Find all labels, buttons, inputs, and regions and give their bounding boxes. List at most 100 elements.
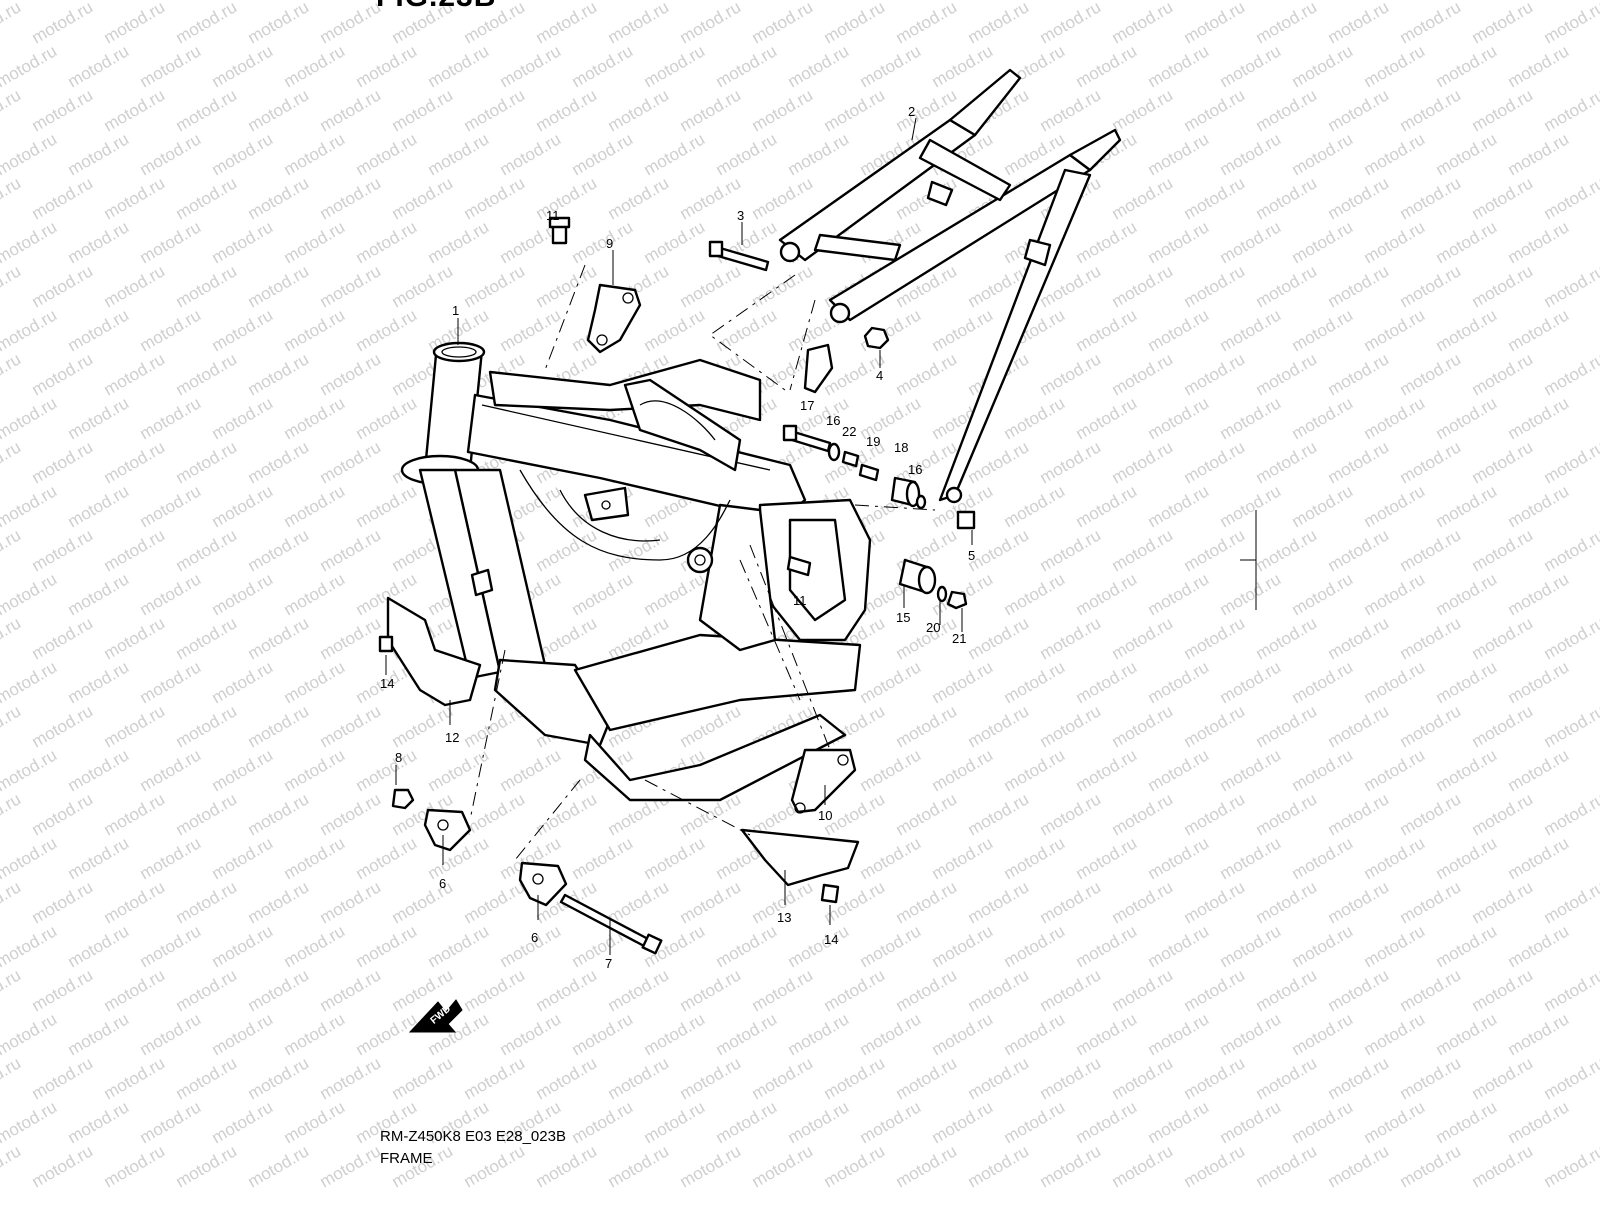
watermark-text: motod.ru — [173, 789, 241, 839]
watermark-text: motod.ru — [1361, 657, 1429, 707]
watermark-text: motod.ru — [245, 261, 313, 311]
watermark-text: motod.ru — [1181, 1141, 1249, 1191]
watermark-text: motod.ru — [1253, 173, 1321, 223]
callout-13: 13 — [777, 910, 791, 925]
watermark-text: motod.ru — [497, 129, 565, 179]
watermark-text: motod.ru — [497, 305, 565, 355]
watermark-text: motod.ru — [0, 261, 24, 311]
watermark-text: motod.ru — [569, 1097, 637, 1147]
watermark-text: motod.ru — [1181, 0, 1249, 47]
watermark-text: motod.ru — [1397, 965, 1465, 1015]
watermark-text: motod.ru — [209, 217, 277, 267]
watermark-text: motod.ru — [281, 1009, 349, 1059]
watermark-text: motod.ru — [965, 965, 1033, 1015]
watermark-text: motod.ru — [1001, 745, 1069, 795]
watermark-text: motod.ru — [389, 1053, 457, 1103]
watermark-text: motod.ru — [29, 85, 97, 135]
watermark-text: motod.ru — [1541, 173, 1600, 223]
watermark-text: motod.ru — [1181, 349, 1249, 399]
watermark-text: motod.ru — [0, 833, 60, 883]
watermark-text: motod.ru — [929, 657, 997, 707]
watermark-text: motod.ru — [281, 129, 349, 179]
watermark-text: motod.ru — [1145, 305, 1213, 355]
watermark-text: motod.ru — [1397, 349, 1465, 399]
callout-16b: 16 — [908, 462, 922, 477]
watermark-text: motod.ru — [1289, 393, 1357, 443]
watermark-text: motod.ru — [1469, 1053, 1537, 1103]
watermark-text: motod.ru — [1037, 877, 1105, 927]
watermark-text: motod.ru — [569, 217, 637, 267]
watermark-text: motod.ru — [245, 701, 313, 751]
watermark-text: motod.ru — [533, 525, 601, 575]
watermark-text: motod.ru — [173, 613, 241, 663]
watermark-text: motod.ru — [605, 173, 673, 223]
watermark-text: motod.ru — [317, 877, 385, 927]
watermark-text: motod.ru — [785, 1097, 853, 1147]
watermark-text: motod.ru — [137, 833, 205, 883]
watermark-text: motod.ru — [0, 877, 24, 927]
watermark-text: motod.ru — [1181, 701, 1249, 751]
watermark-text: motod.ru — [1433, 657, 1501, 707]
watermark-text: motod.ru — [209, 1009, 277, 1059]
watermark-text: motod.ru — [1145, 1097, 1213, 1147]
watermark-text: motod.ru — [1253, 261, 1321, 311]
watermark-text: motod.ru — [1433, 921, 1501, 971]
watermark-text: motod.ru — [1361, 305, 1429, 355]
watermark-text: motod.ru — [461, 85, 529, 135]
watermark-text: motod.ru — [29, 613, 97, 663]
watermark-text: motod.ru — [1433, 393, 1501, 443]
watermark-text: motod.ru — [0, 1009, 60, 1059]
watermark-text: motod.ru — [1505, 305, 1573, 355]
watermark-text: motod.ru — [857, 657, 925, 707]
watermark-text: motod.ru — [1001, 569, 1069, 619]
model-code: RM-Z450K8 E03 E28_023B — [380, 1128, 566, 1145]
watermark-text: motod.ru — [1217, 129, 1285, 179]
watermark-text: motod.ru — [65, 129, 133, 179]
watermark-text: motod.ru — [857, 41, 925, 91]
watermark-text: motod.ru — [1073, 0, 1141, 3]
callout-12: 12 — [445, 730, 459, 745]
watermark-text: motod.ru — [29, 525, 97, 575]
watermark-text: motod.ru — [101, 1141, 169, 1191]
watermark-text: motod.ru — [101, 1053, 169, 1103]
watermark-text: motod.ru — [317, 0, 385, 47]
watermark-text: motod.ru — [0, 965, 24, 1015]
watermark-text: motod.ru — [353, 481, 421, 531]
watermark-text: motod.ru — [1541, 965, 1600, 1015]
watermark-text: motod.ru — [1181, 1053, 1249, 1103]
watermark-text: motod.ru — [785, 1009, 853, 1059]
watermark-text: motod.ru — [1037, 437, 1105, 487]
watermark-text: motod.ru — [65, 745, 133, 795]
watermark-text: motod.ru — [137, 217, 205, 267]
watermark-text: motod.ru — [0, 1053, 24, 1103]
watermark-text: motod.ru — [1289, 481, 1357, 531]
watermark-text: motod.ru — [1433, 1097, 1501, 1147]
watermark-text: motod.ru — [1289, 1097, 1357, 1147]
watermark-text: motod.ru — [1037, 965, 1105, 1015]
watermark-text: motod.ru — [0, 613, 24, 663]
watermark-text: motod.ru — [1217, 833, 1285, 883]
watermark-text: motod.ru — [1145, 921, 1213, 971]
watermark-text: motod.ru — [1505, 921, 1573, 971]
callout-6a: 6 — [439, 876, 446, 891]
watermark-text: motod.ru — [1001, 1009, 1069, 1059]
watermark-text: motod.ru — [1217, 305, 1285, 355]
watermark-text: motod.ru — [857, 1009, 925, 1059]
watermark-text: motod.ru — [173, 173, 241, 223]
watermark-text: motod.ru — [1505, 745, 1573, 795]
watermark-text: motod.ru — [245, 525, 313, 575]
watermark-text: motod.ru — [1109, 701, 1177, 751]
watermark-text: motod.ru — [821, 1141, 889, 1191]
watermark-text: motod.ru — [0, 789, 24, 839]
watermark-text: motod.ru — [65, 41, 133, 91]
watermark-text: motod.ru — [281, 393, 349, 443]
watermark-text: motod.ru — [497, 921, 565, 971]
watermark-text: motod.ru — [353, 393, 421, 443]
watermark-text: motod.ru — [1325, 173, 1393, 223]
watermark-text: motod.ru — [65, 0, 133, 3]
callout-3: 3 — [737, 208, 744, 223]
watermark-text: motod.ru — [1145, 129, 1213, 179]
watermark-text: motod.ru — [1217, 745, 1285, 795]
watermark-text: motod.ru — [1037, 349, 1105, 399]
